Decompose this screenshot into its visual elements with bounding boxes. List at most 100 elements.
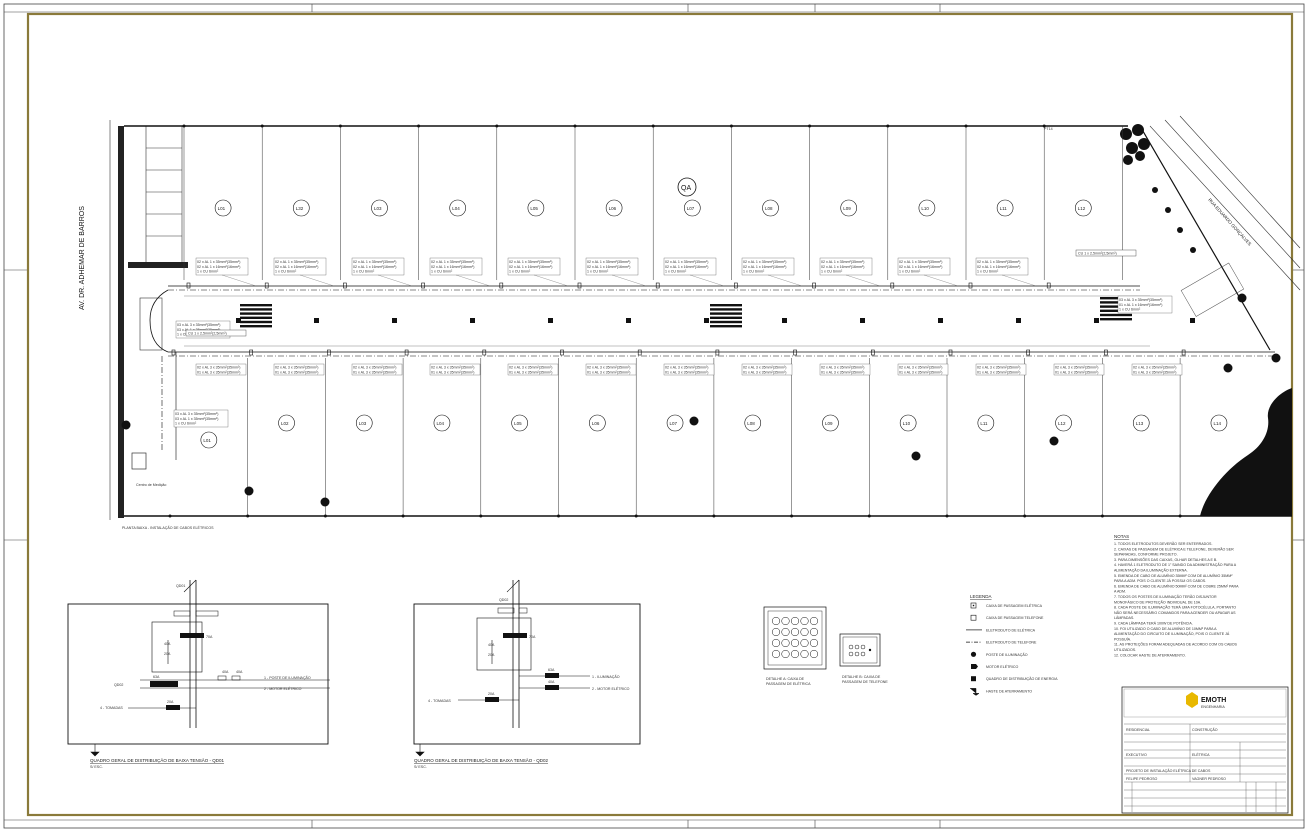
parking-left: Centro de Medição <box>121 125 188 487</box>
lot-marker <box>527 199 545 217</box>
lot-label: L02 <box>281 421 289 426</box>
cu-label-left: CU 1 x 2,5mm²(2,5mm²) <box>185 329 247 337</box>
svg-text:01 x AL 3 x 35mm²(35mm²): 01 x AL 3 x 35mm²(35mm²) <box>275 370 318 374</box>
light-pole <box>320 497 330 507</box>
qd02-amp-2: 20A <box>488 653 495 657</box>
svg-text:02 x AL 3 x 35mm²(35mm²): 02 x AL 3 x 35mm²(35mm²) <box>899 366 942 370</box>
svg-text:03 x AL 3 x 35mm²(35mm²): 03 x AL 3 x 35mm²(35mm²) <box>1119 298 1162 302</box>
lot-marker <box>666 414 684 432</box>
svg-text:02 x AL 3 x 35mm²(35mm²): 02 x AL 3 x 35mm²(35mm²) <box>821 366 864 370</box>
crosswalk <box>710 304 742 328</box>
svg-text:02 x AL 1 x 35mm²(35mm²): 02 x AL 1 x 35mm²(35mm²) <box>977 260 1020 264</box>
legend-label: ELETRODUTO DE ELÉTRICA <box>986 627 1036 632</box>
internal-road <box>149 285 1275 460</box>
legend-item: CAIXA DE PASSAGEM ELÉTRICA <box>970 602 1043 609</box>
lot-label: L01 <box>203 438 211 443</box>
electrical-box-icon <box>970 602 977 609</box>
qd02-out2: 2 - MOTOR ELÉTRICO <box>592 686 630 691</box>
lot-marker <box>511 414 528 432</box>
note-line: 10. FOI UTILIZADO O CABO DE ALUMÍNIO DE … <box>1114 627 1217 631</box>
svg-text:02 x AL 1 x 16mm²(16mm²): 02 x AL 1 x 16mm²(16mm²) <box>509 265 552 269</box>
svg-text:02 x AL 1 x 16mm²(16mm²): 02 x AL 1 x 16mm²(16mm²) <box>665 265 708 269</box>
cable-label: 02 x AL 3 x 35mm²(35mm²)01 x AL 3 x 35mm… <box>351 363 403 376</box>
legend-label: QUADRO DE DISTRIBUIÇÃO DE ENERGIA <box>986 676 1058 681</box>
svg-text:02 x AL 1 x 35mm²(35mm²): 02 x AL 1 x 35mm²(35mm²) <box>743 260 786 264</box>
light-pole <box>689 416 699 426</box>
qd02-diagram: QD02 70A 40A 20A 63A 40A 1 - ILUMINAÇÃO … <box>413 579 641 769</box>
road-marker <box>782 318 787 323</box>
cable-label: 02 x AL 3 x 35mm²(35mm²)01 x AL 3 x 35mm… <box>819 363 871 376</box>
lot-label: L06 <box>592 421 600 426</box>
detail-b-line2: PASSAGEM DE TELEFONE <box>842 680 888 684</box>
legend-label: HASTE DE ATERRAMENTO <box>986 689 1032 693</box>
cu-label-right: CU 1 x 2,5mm²(2,5mm²) <box>1075 249 1137 257</box>
company-name: EMOTH <box>1201 697 1226 704</box>
lot-label: L01 <box>218 206 226 211</box>
svg-text:1 x CU 6mm²: 1 x CU 6mm² <box>509 270 531 274</box>
cable-label: 02 x AL 1 x 35mm²(35mm²)02 x AL 1 x 16mm… <box>897 257 959 287</box>
svg-text:02 x AL 1 x 16mm²(16mm²): 02 x AL 1 x 16mm²(16mm²) <box>197 265 240 269</box>
qd01-amp-3: 63A <box>153 675 160 679</box>
legend-label: CAIXA DE PASSAGEM ELÉTRICA <box>986 603 1043 608</box>
corner-label: PT14 <box>1044 127 1053 131</box>
meter-center <box>131 452 147 470</box>
qd02-code: QD02 <box>499 598 508 602</box>
svg-text:03 x AL 1 x 35mm²(35mm²): 03 x AL 1 x 35mm²(35mm²) <box>177 328 220 332</box>
lot-marker <box>371 199 388 217</box>
svg-text:02 x AL 1 x 16mm²(16mm²): 02 x AL 1 x 16mm²(16mm²) <box>899 265 942 269</box>
svg-text:01 x AL 3 x 35mm²(35mm²): 01 x AL 3 x 35mm²(35mm²) <box>197 370 240 374</box>
street-left: AV. DR. ADHEMAR DE BARROS <box>79 120 124 520</box>
lot-marker <box>433 414 451 432</box>
legend-label: MOTOR ELÉTRICO <box>986 664 1018 669</box>
cable-label: 03 x AL 3 x 35mm²(35mm²)01 x AL 1 x 16mm… <box>1117 295 1173 314</box>
lot-label: L12 <box>1058 421 1066 426</box>
svg-text:1 x CU 6mm²: 1 x CU 6mm² <box>275 270 297 274</box>
legend-item: POSTE DE ILUMINAÇÃO <box>970 651 1028 657</box>
qd02-amp-main: 70A <box>529 635 536 639</box>
lot-label: L03 <box>374 206 382 211</box>
light-pole <box>121 420 131 430</box>
lot-marker <box>200 431 218 449</box>
notes-title: NOTAS <box>1114 534 1129 539</box>
svg-text:02 x AL 1 x 16mm²(16mm²): 02 x AL 1 x 16mm²(16mm²) <box>743 265 786 269</box>
detail-a: DETALHE A: CAIXA DE PASSAGEM DE ELÉTRICA <box>763 606 827 686</box>
road-marker <box>704 318 709 323</box>
svg-text:02 x AL 3 x 35mm²(35mm²): 02 x AL 3 x 35mm²(35mm²) <box>1055 366 1098 370</box>
lot-marker <box>1055 414 1072 432</box>
crosswalk <box>240 304 272 328</box>
qa-label: QA <box>681 185 691 192</box>
qd02-title: QUADRO GERAL DE DISTRIBUIÇÃO DE BAIXA TE… <box>414 757 549 763</box>
svg-text:01 x AL 3 x 35mm²(35mm²): 01 x AL 3 x 35mm²(35mm²) <box>899 370 942 374</box>
lot-label: L07 <box>670 421 678 426</box>
note-line: 12. COLOCAR HASTE DE ATERRAMENTO. <box>1114 653 1186 657</box>
road-marker <box>626 318 631 323</box>
lot-marker <box>822 414 839 432</box>
lot-label: L06 <box>609 206 617 211</box>
qd01-title: QUADRO GERAL DE DISTRIBUIÇÃO DE BAIXA TE… <box>90 757 225 763</box>
svg-text:02 x AL 1 x 16mm²(16mm²): 02 x AL 1 x 16mm²(16mm²) <box>821 265 864 269</box>
lot-label: L08 <box>747 421 755 426</box>
note-line: MONOFÁSICO DE PROTEÇÃO INDIVIDUAL DE 10A… <box>1114 599 1201 604</box>
detail-b: DETALHE B: CAIXA DE PASSAGEM DE TELEFONE <box>839 633 888 684</box>
note-line: 1. TODOS ELETRODUTOS DEVERÃO SER ENTERRA… <box>1114 541 1212 546</box>
note-line: 5. EMENDA DE CABO DE ALUMÍNIO 35MM² COM … <box>1114 574 1233 578</box>
cable-label: 02 x AL 3 x 35mm²(35mm²)01 x AL 3 x 35mm… <box>663 363 715 376</box>
svg-text:02 x AL 3 x 35mm²(35mm²): 02 x AL 3 x 35mm²(35mm²) <box>665 366 708 370</box>
svg-text:01 x AL 3 x 35mm²(35mm²): 01 x AL 3 x 35mm²(35mm²) <box>431 370 474 374</box>
legend: LEGENDA CAIXA DE PASSAGEM ELÉTRICACAIXA … <box>966 594 1058 696</box>
svg-text:02 x AL 3 x 35mm²(35mm²): 02 x AL 3 x 35mm²(35mm²) <box>1133 366 1176 370</box>
tb-executivo: EXECUTIVO <box>1126 753 1147 757</box>
light-pole <box>244 486 254 496</box>
qd02-amp-1: 40A <box>488 643 495 647</box>
note-line: 6. EMENDA DE CABO DE ALUMÍNIO 50MM² COM … <box>1114 584 1239 588</box>
road-marker <box>236 318 241 323</box>
detail-a-line1: DETALHE A: CAIXA DE <box>766 677 805 681</box>
cable-label: 02 x AL 1 x 35mm²(35mm²)02 x AL 1 x 16mm… <box>351 257 413 287</box>
cable-label: 03 x AL 3 x 35mm²(35mm²)03 x AL 1 x 35mm… <box>173 409 229 428</box>
light-poles <box>244 416 1059 507</box>
note-line: A ADM. <box>1114 590 1126 594</box>
cable-label: 02 x AL 1 x 35mm²(35mm²)02 x AL 1 x 16mm… <box>195 257 257 287</box>
street-right: RUA EDUARDO GONÇALVES <box>1139 115 1301 373</box>
svg-text:02 x AL 3 x 35mm²(35mm²): 02 x AL 3 x 35mm²(35mm²) <box>743 366 786 370</box>
